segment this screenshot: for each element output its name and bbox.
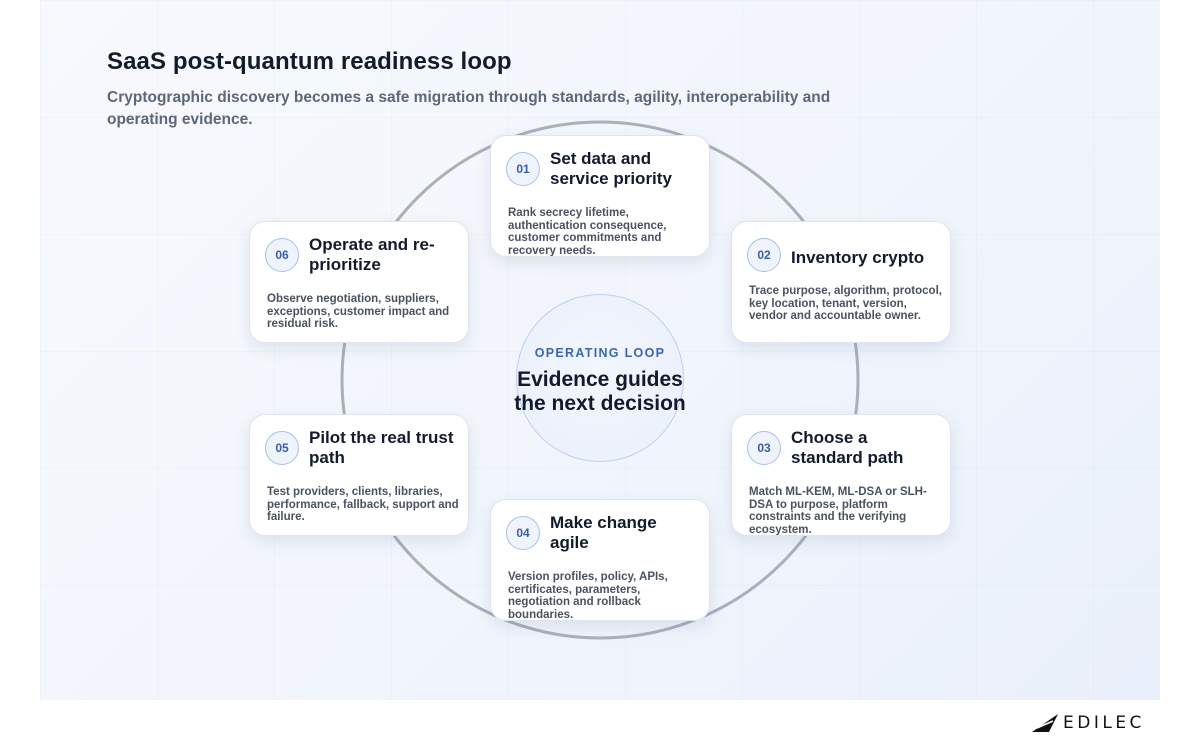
step-description: Observe negotiation, suppliers, exceptio… <box>267 293 450 330</box>
step-number-badge: 04 <box>506 516 540 550</box>
page-title: SaaS post-quantum readiness loop <box>107 48 512 75</box>
step-description: Test providers, clients, libraries, perf… <box>267 486 459 523</box>
page-subtitle: Cryptographic discovery becomes a safe m… <box>107 89 831 128</box>
step-description: Match ML-KEM, ML-DSA or SLH-DSA to purpo… <box>749 486 927 536</box>
step-card-06[interactable]: 06 Operate and re-prioritize Observe neg… <box>249 221 469 343</box>
brand-mark-icon <box>1032 714 1058 732</box>
step-number-badge: 05 <box>265 431 299 465</box>
step-card-05[interactable]: 05 Pilot the real trust path Test provid… <box>249 414 469 536</box>
center-circle: OPERATING LOOP Evidence guides the next … <box>514 294 686 462</box>
step-card-04[interactable]: 04 Make change agile Version profiles, p… <box>490 499 710 621</box>
step-card-03[interactable]: 03 Choose a standard path Match ML-KEM, … <box>731 414 951 536</box>
step-title: Inventory crypto <box>791 248 925 267</box>
step-number-badge: 03 <box>747 431 781 465</box>
loop-circle <box>340 120 860 640</box>
step-title: Make change agile <box>550 513 657 552</box>
step-number-badge: 06 <box>265 238 299 272</box>
brand-logo: EDILEC <box>1031 711 1145 735</box>
center-kicker: OPERATING LOOP <box>534 346 666 360</box>
step-card-02[interactable]: 02 Inventory crypto Trace purpose, algor… <box>731 221 951 343</box>
step-title: Pilot the real trust path <box>309 428 454 467</box>
brand-wordmark: EDILEC <box>1063 713 1145 733</box>
step-card-01[interactable]: 01 Set data and service priority Rank se… <box>490 135 710 257</box>
step-description: Rank secrecy lifetime, authentication co… <box>508 207 667 257</box>
step-description: Trace purpose, algorithm, protocol, key … <box>749 285 942 322</box>
step-title: Choose a standard path <box>791 428 904 467</box>
step-description: Version profiles, policy, APIs, certific… <box>508 571 668 621</box>
center-headline: Evidence guides the next decision <box>514 368 686 415</box>
step-title: Set data and service priority <box>550 149 672 188</box>
step-title: Operate and re-prioritize <box>309 235 435 274</box>
step-number-badge: 02 <box>747 238 781 272</box>
step-number-badge: 01 <box>506 152 540 186</box>
